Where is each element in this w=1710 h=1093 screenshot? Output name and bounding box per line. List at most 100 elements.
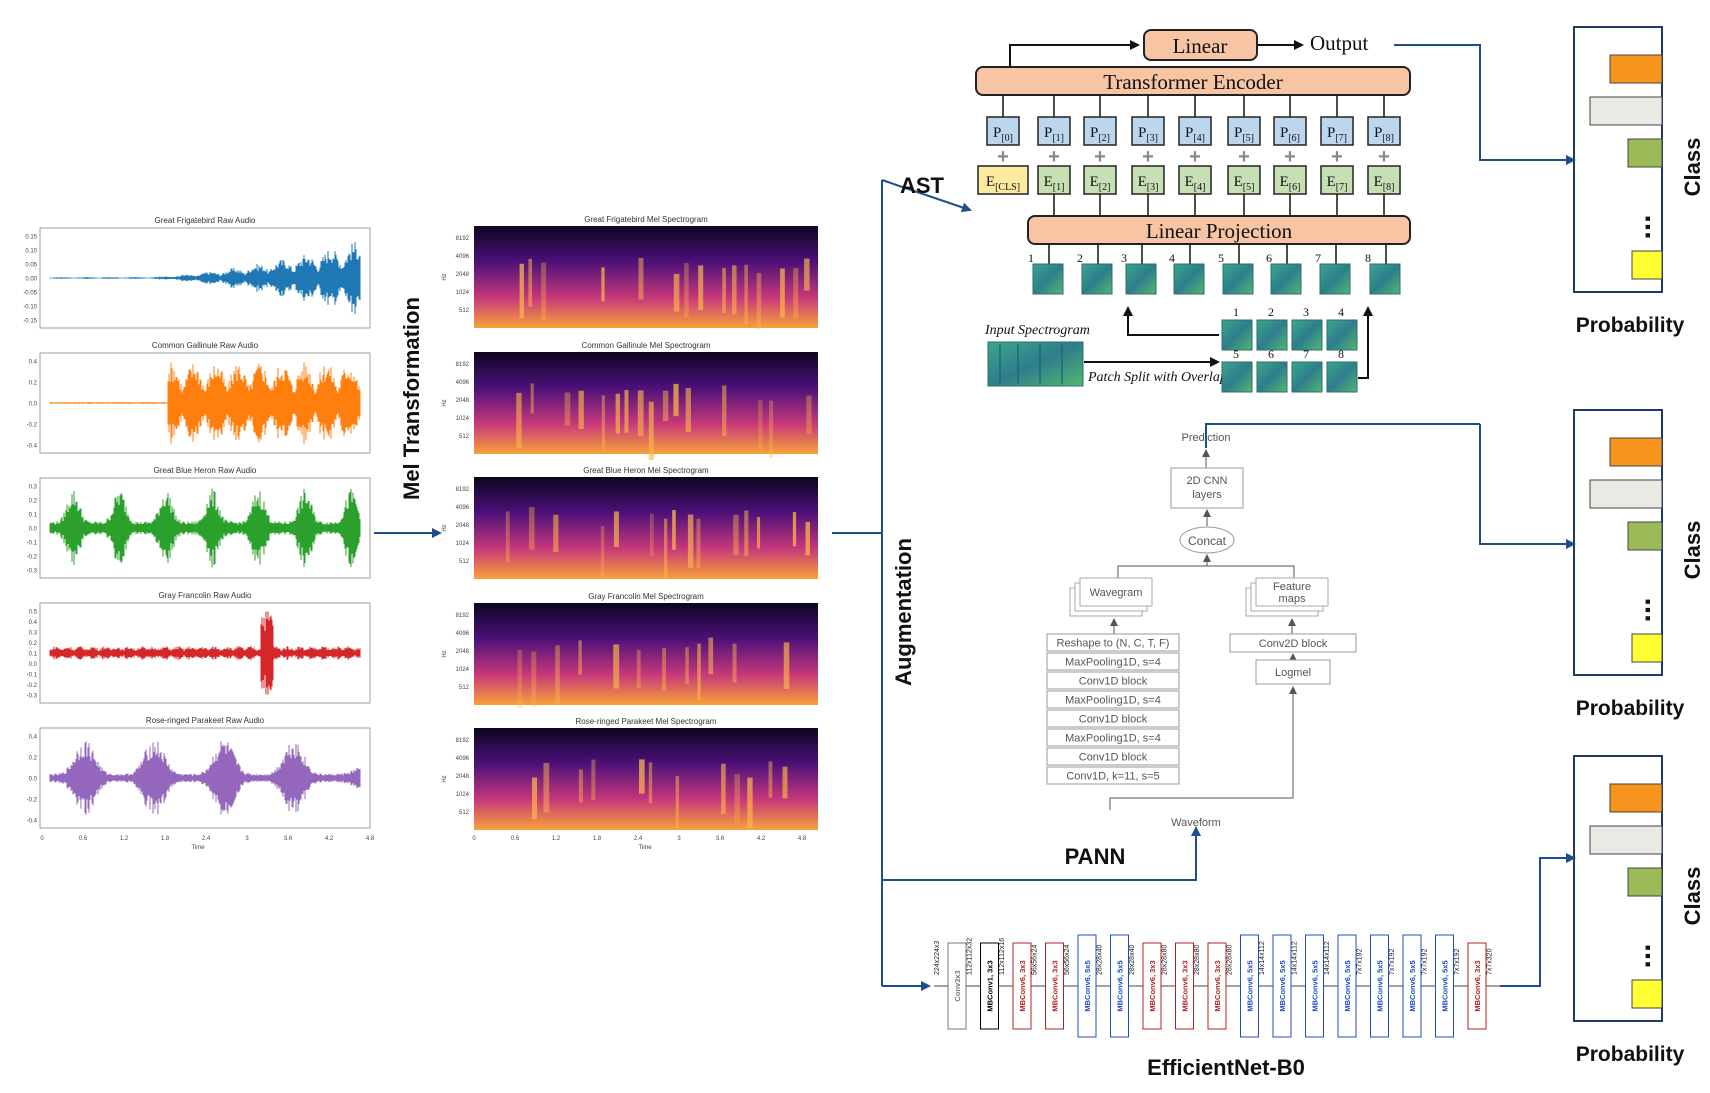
efficientnet-dim-label: 7x7x192 [1422, 948, 1429, 975]
probability-bar [1609, 54, 1663, 84]
mel-call-streak [744, 264, 748, 324]
ast-linear-box [1143, 29, 1258, 61]
efficientnet-dim-label: 28x28x80 [1162, 945, 1169, 975]
efficientnet-block [1077, 934, 1097, 1038]
ast-split-number: 2 [1268, 305, 1274, 319]
efficientnet-block [1110, 934, 1129, 1038]
raw-audio-waveform [49, 488, 361, 568]
pann-feature-maps-line1: Feature [1273, 581, 1311, 593]
mel-call-streak [685, 388, 691, 433]
ast-split-number: 5 [1233, 347, 1239, 361]
raw-audio-ytick: -0.2 [27, 798, 38, 804]
efficientnet-block-label: MBConv6, 3x3 [1473, 960, 1482, 1011]
pann-logmel-box [1255, 659, 1331, 685]
class-label: Class [1680, 138, 1705, 197]
efficientnet-block-label: MBConv6, 3x3 [1018, 960, 1027, 1011]
pann-feature-maps-line2: maps [1279, 593, 1306, 605]
augmentation-branch: Augmentation [832, 179, 1201, 991]
efficientnet-block [1240, 934, 1259, 1038]
ast-split-number: 1 [1233, 305, 1239, 319]
mel-call-streak [806, 395, 812, 434]
ast-patch [1270, 263, 1302, 295]
efficientnet-block-label: MBConv6, 5x5 [1311, 960, 1320, 1011]
mel-ytick: 1024 [456, 416, 470, 422]
ast-split-patch [1326, 361, 1358, 393]
mel-call-streak [747, 777, 753, 828]
mel-ytick: 512 [459, 434, 470, 440]
efficientnet-block-label: MBConv6, 3x3 [1213, 960, 1222, 1011]
ast-position-token [1083, 116, 1117, 146]
mel-call-streak [543, 762, 550, 813]
raw-audio-ytick: 0.05 [25, 263, 37, 269]
mel-call-streak [637, 390, 644, 436]
ast-label: AST [900, 173, 945, 198]
ast-embedding-token [1131, 165, 1165, 195]
mel-call-streak [673, 383, 679, 417]
efficientnet-block-label: MBConv6, 5x5 [1408, 960, 1417, 1011]
mel-ylabel: Hz [442, 273, 448, 280]
efficientnet-dim-label: 14x14x112 [1259, 941, 1266, 975]
mel-spectrogram-image [474, 352, 818, 454]
raw-audio-ytick: -0.10 [23, 305, 37, 311]
mel-call-streak [564, 392, 571, 426]
efficientnet-dim-label: 112x112x16 [999, 938, 1006, 975]
ast-split-patch [1256, 361, 1288, 393]
mel-call-streak [662, 647, 667, 692]
pann-concat-label: Concat [1188, 534, 1227, 548]
efficientnet-block-label: MBConv1, 3x3 [986, 960, 995, 1011]
ast-cls-token [977, 165, 1029, 195]
ast-patch-number: 3 [1121, 251, 1127, 265]
mel-panel: Gray Francolin Mel Spectrogram8192409620… [442, 592, 818, 708]
pann-stack-label: MaxPooling1D, s=4 [1065, 657, 1161, 669]
mel-panel-title: Great Blue Heron Mel Spectrogram [583, 466, 709, 475]
mel-panel-title: Great Frigatebird Mel Spectrogram [584, 215, 708, 224]
mel-call-streak [782, 766, 788, 799]
raw-audio-ytick: 0.4 [29, 620, 38, 626]
mel-call-streak [708, 637, 714, 675]
probability-ellipsis: ... [1624, 214, 1657, 239]
efficientnet-block [1402, 934, 1422, 1038]
efficientnet-dim-label: 224x224x3 [934, 941, 941, 975]
raw-audio-ytick: -0.4 [27, 819, 38, 825]
raw-audio-ytick: 0.1 [29, 652, 38, 658]
mel-call-streak [601, 395, 605, 452]
efficientnet-block [1012, 942, 1032, 1030]
mel-call-streak [613, 511, 619, 548]
efficientnet-block-label: Conv3x3 [953, 970, 962, 1001]
mel-ylabel: Hz [442, 775, 448, 782]
efficientnet-dim-label: 7x7x192 [1454, 948, 1461, 975]
mel-xtick: 1.2 [552, 836, 561, 842]
pann-stack-block [1046, 652, 1180, 671]
mel-ytick: 1024 [456, 541, 470, 547]
raw-audio-ytick: 0.2 [29, 381, 38, 387]
raw-audio-ytick: 0.1 [29, 513, 38, 519]
raw-audio-ytick: -0.2 [27, 423, 38, 429]
mel-call-streak [662, 390, 669, 422]
mel-ytick: 512 [459, 559, 470, 565]
mel-spectrogram-image [474, 226, 818, 328]
efficientnet-dim-label: 7x7x320 [1487, 948, 1494, 975]
ast-position-token [1320, 116, 1354, 146]
mel-call-streak [733, 514, 739, 555]
raw-audio-title: Rose-ringed Parakeet Raw Audio [146, 716, 265, 725]
raw-audio-xtick: 3.6 [284, 836, 293, 842]
mel-call-streak [578, 769, 584, 803]
raw-audio-ytick: -0.2 [27, 683, 38, 689]
pann-label: PANN [1065, 844, 1126, 869]
pann-conv2d-label: Conv2D block [1259, 638, 1328, 650]
pann-stack-block [1046, 728, 1180, 747]
pann-cnn-line1: 2D CNN [1187, 475, 1228, 487]
mel-call-streak [684, 263, 689, 318]
mel-call-streak [805, 521, 810, 556]
mel-panel: Rose-ringed Parakeet Mel Spectrogram8192… [442, 717, 818, 830]
mel-call-streak [744, 510, 749, 557]
mel-call-streak [541, 262, 547, 321]
mel-ytick: 4096 [456, 254, 470, 260]
ast-plus-sign: + [1378, 146, 1390, 168]
mel-call-streak [601, 267, 605, 302]
efficientnet-block [1435, 934, 1454, 1038]
efficientnet-block [1207, 942, 1227, 1030]
